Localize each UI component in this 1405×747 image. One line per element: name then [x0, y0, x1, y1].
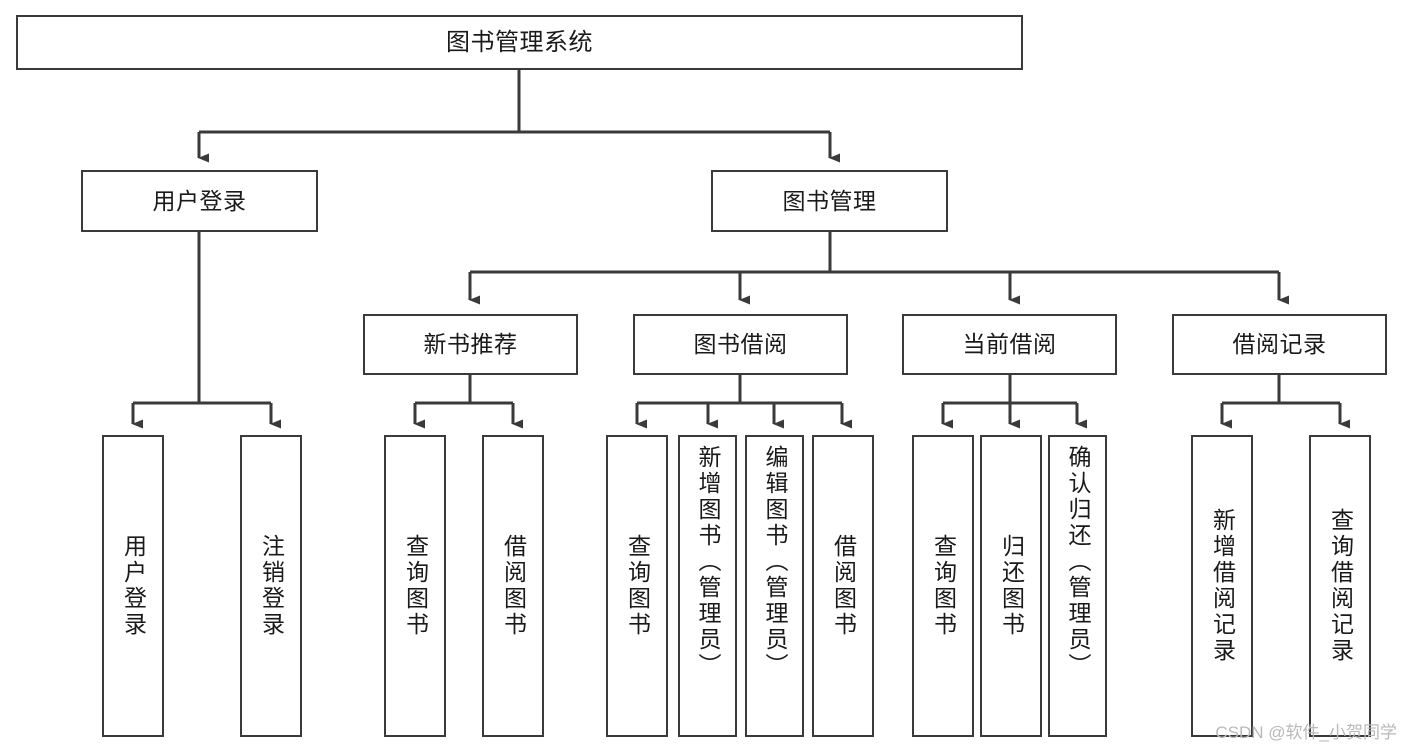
- node-label: 用户登录: [152, 187, 247, 214]
- node-label: 新书推荐: [423, 331, 518, 358]
- node-borrow-record[interactable]: 借阅记录: [1172, 314, 1387, 375]
- node-label: 用户登录: [120, 534, 147, 638]
- leaf-borrow-query-book[interactable]: 查询图书: [606, 435, 668, 737]
- leaf-borrow-edit-book-admin[interactable]: 编辑图书（管理员）: [745, 435, 804, 737]
- node-label: 查询图书: [624, 534, 651, 638]
- node-label: 新增图书（管理员）: [695, 445, 721, 679]
- node-label: 当前借阅: [962, 331, 1057, 358]
- watermark-text: CSDN @软件_小贺同学: [1215, 723, 1397, 742]
- node-label: 查询图书: [930, 534, 957, 638]
- node-label: 注销登录: [258, 534, 285, 638]
- node-book-management[interactable]: 图书管理: [711, 170, 948, 232]
- node-book-borrow[interactable]: 图书借阅: [633, 314, 848, 375]
- node-user-login[interactable]: 用户登录: [81, 170, 318, 232]
- leaf-record-add-record[interactable]: 新增借阅记录: [1191, 435, 1253, 737]
- node-label: 借阅记录: [1232, 331, 1327, 358]
- node-label: 新增借阅记录: [1209, 508, 1236, 664]
- node-label: 借阅图书: [830, 534, 857, 638]
- node-label: 归还图书: [998, 534, 1025, 638]
- leaf-borrow-borrow-book[interactable]: 借阅图书: [812, 435, 874, 737]
- leaf-recommend-query-book[interactable]: 查询图书: [384, 435, 446, 737]
- node-label: 借阅图书: [500, 534, 527, 638]
- node-label: 图书借阅: [693, 331, 788, 358]
- node-new-book-recommend[interactable]: 新书推荐: [363, 314, 578, 375]
- leaf-current-confirm-return-admin[interactable]: 确认归还（管理员）: [1048, 435, 1107, 737]
- leaf-recommend-borrow-book[interactable]: 借阅图书: [482, 435, 544, 737]
- node-label: 编辑图书（管理员）: [762, 445, 788, 679]
- leaf-user-login-login[interactable]: 用户登录: [102, 435, 164, 737]
- leaf-record-query-record[interactable]: 查询借阅记录: [1309, 435, 1371, 737]
- leaf-current-query-book[interactable]: 查询图书: [912, 435, 974, 737]
- node-label: 图书管理系统: [446, 28, 593, 56]
- node-label: 确认归还（管理员）: [1065, 445, 1091, 679]
- node-label: 查询借阅记录: [1327, 508, 1354, 664]
- leaf-user-login-logout[interactable]: 注销登录: [240, 435, 302, 737]
- leaf-current-return-book[interactable]: 归还图书: [980, 435, 1042, 737]
- node-label: 图书管理: [782, 187, 877, 214]
- node-label: 查询图书: [402, 534, 429, 638]
- leaf-borrow-add-book-admin[interactable]: 新增图书（管理员）: [678, 435, 737, 737]
- node-current-borrow[interactable]: 当前借阅: [902, 314, 1117, 375]
- node-root-system[interactable]: 图书管理系统: [16, 15, 1023, 70]
